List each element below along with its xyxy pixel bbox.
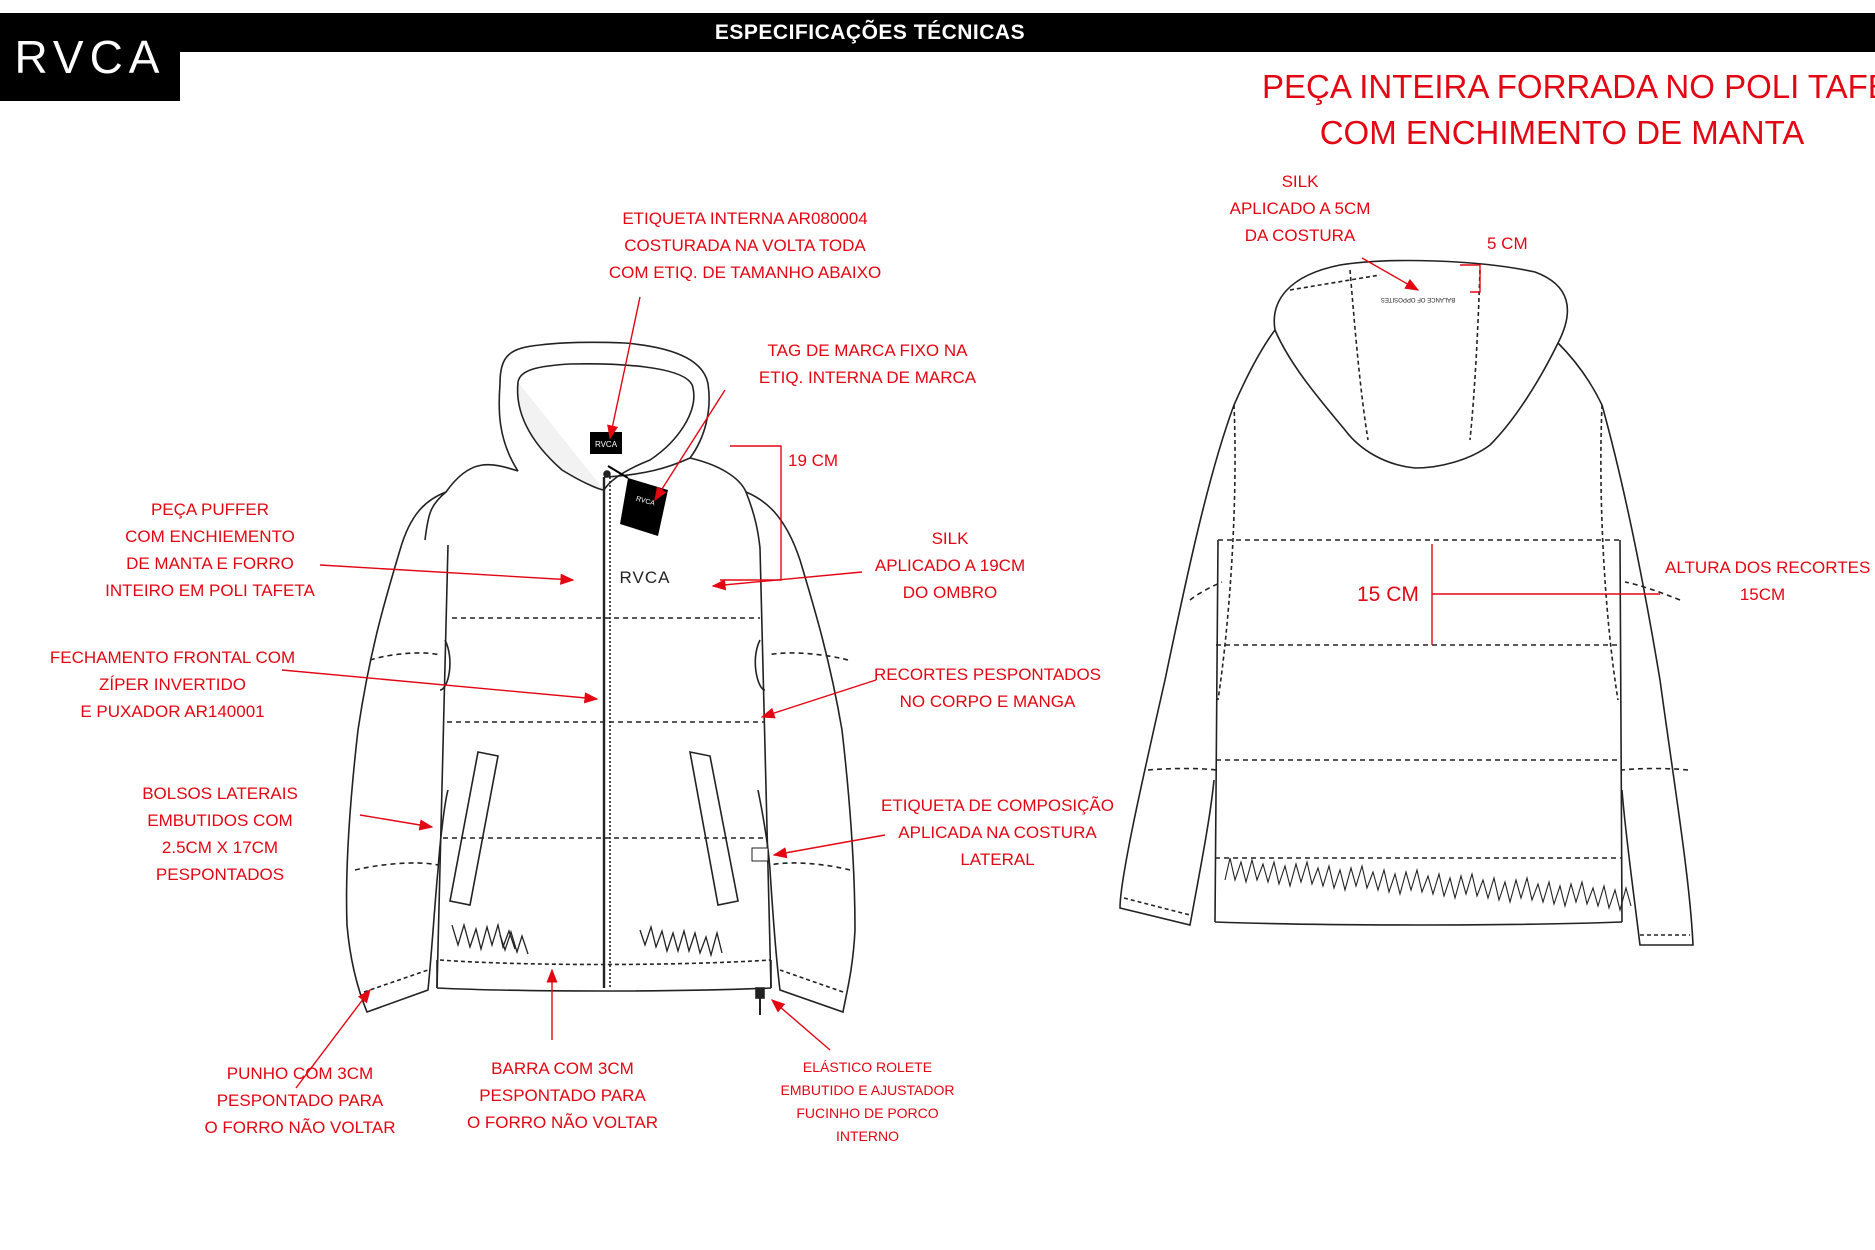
callout-line: INTEIRO EM POLI TAFETA [105, 581, 315, 600]
callout-line: PUNHO COM 3CM [226, 1064, 374, 1083]
callout-barra: BARRA COM 3CM PESPONTADO PARA O FORRO NÃ… [460, 1055, 665, 1136]
callout-line: PESPONTADO PARA [479, 1086, 646, 1105]
callout-line: SILK [931, 529, 969, 548]
callout-silk-back: SILK APLICADO A 5CM DA COSTURA [1220, 168, 1380, 249]
callout-recortes: RECORTES PESPONTADOS NO CORPO E MANGA [870, 661, 1105, 715]
back-dimension-15cm: 15 CM [1357, 583, 1419, 606]
page-title: ESPECIFICAÇÕES TÉCNICAS [714, 21, 1026, 44]
callout-line: INTERNO [836, 1128, 899, 1144]
back-jacket-sketch [1119, 259, 1694, 946]
callout-line: NO CORPO E MANGA [899, 692, 1076, 711]
callout-fechamento-frontal: FECHAMENTO FRONTAL COM ZÍPER INVERTIDO E… [45, 644, 300, 725]
callout-silk-front: SILK APLICADO A 19CM DO OMBRO [860, 525, 1040, 606]
front-chest-logo: RVCA [620, 568, 671, 587]
headline-line-2: COM ENCHIMENTO DE MANTA [1319, 114, 1805, 151]
callout-line: FECHAMENTO FRONTAL COM [49, 648, 296, 667]
callout-line: EMBUTIDOS COM [147, 811, 293, 830]
callout-line: PESPONTADOS [155, 865, 285, 884]
callout-line: BOLSOS LATERAIS [142, 784, 298, 803]
callout-line: APLICADA NA COSTURA [898, 823, 1097, 842]
callout-line: DA COSTURA [1244, 226, 1356, 245]
callout-line: O FORRO NÃO VOLTAR [466, 1113, 659, 1132]
callout-leaders [281, 257, 1660, 1089]
callout-line: SILK [1281, 172, 1319, 191]
callout-line: LATERAL [960, 850, 1035, 869]
callout-line: ZÍPER INVERTIDO [98, 675, 247, 694]
callout-line: COM ETIQ. DE TAMANHO ABAIXO [608, 263, 882, 282]
callout-etiqueta-composicao: ETIQUETA DE COMPOSIÇÃO APLICADA NA COSTU… [875, 792, 1120, 873]
brand-logo-text: RVCA [14, 31, 166, 83]
callout-line: ETIQ. INTERNA DE MARCA [758, 368, 977, 387]
headline-line-1: PEÇA INTEIRA FORRADA NO POLI TAFETA [1262, 68, 1875, 105]
callout-punho: PUNHO COM 3CM PESPONTADO PARA O FORRO NÃ… [195, 1060, 405, 1141]
callout-line: COM ENCHIEMENTO [125, 527, 295, 546]
callout-altura-recortes: ALTURA DOS RECORTES 15CM [1665, 554, 1871, 608]
back-dimension-5cm: 5 CM [1487, 234, 1528, 253]
front-jacket-sketch [345, 341, 856, 1015]
callout-line: EMBUTIDO E AJUSTADOR [780, 1082, 955, 1098]
callout-line: PESPONTADO PARA [216, 1091, 384, 1110]
front-neck-label: RVCA [595, 440, 618, 449]
callout-line: 15CM [1739, 585, 1786, 604]
callout-line: E PUXADOR AR140001 [80, 702, 265, 721]
brand-logo: RVCA [0, 13, 180, 101]
callout-line: ETIQUETA DE COMPOSIÇÃO [881, 796, 1114, 815]
callout-line: 2.5CM X 17CM [161, 838, 279, 857]
callout-line: BARRA COM 3CM [491, 1059, 634, 1078]
callout-line: ELÁSTICO ROLETE [802, 1059, 933, 1075]
header-bar: ESPECIFICAÇÕES TÉCNICAS [0, 13, 1875, 52]
callout-tag-marca: TAG DE MARCA FIXO NA ETIQ. INTERNA DE MA… [745, 337, 990, 391]
callout-bolsos-laterais: BOLSOS LATERAIS EMBUTIDOS COM 2.5CM X 17… [140, 780, 300, 888]
callout-line: APLICADO A 5CM [1229, 199, 1371, 218]
front-dimension-19cm: 19 CM [788, 451, 839, 470]
callout-elastico: ELÁSTICO ROLETE EMBUTIDO E AJUSTADOR FUC… [765, 1056, 970, 1148]
front-hang-tag: RVCA [635, 496, 656, 508]
callout-line: DO OMBRO [902, 583, 998, 602]
callout-etiqueta-interna: ETIQUETA INTERNA AR080004 COSTURADA NA V… [565, 205, 925, 286]
callout-line: ETIQUETA INTERNA AR080004 [622, 209, 868, 228]
callout-line: TAG DE MARCA FIXO NA [767, 341, 968, 360]
callout-line: COSTURADA NA VOLTA TODA [624, 236, 866, 255]
callout-line: PEÇA PUFFER [150, 500, 270, 519]
callout-line: RECORTES PESPONTADOS [873, 665, 1102, 684]
callout-line: O FORRO NÃO VOLTAR [204, 1118, 396, 1137]
callout-line: ALTURA DOS RECORTES [1665, 558, 1871, 577]
callout-peca-puffer: PEÇA PUFFER COM ENCHIEMENTO DE MANTA E F… [95, 496, 325, 604]
callout-line: DE MANTA E FORRO [126, 554, 294, 573]
back-hood-print: BALANCE OF OPPOSITES [1381, 296, 1455, 302]
callout-line: FUCINHO DE PORCO [796, 1105, 939, 1121]
callout-line: APLICADO A 19CM [874, 556, 1026, 575]
